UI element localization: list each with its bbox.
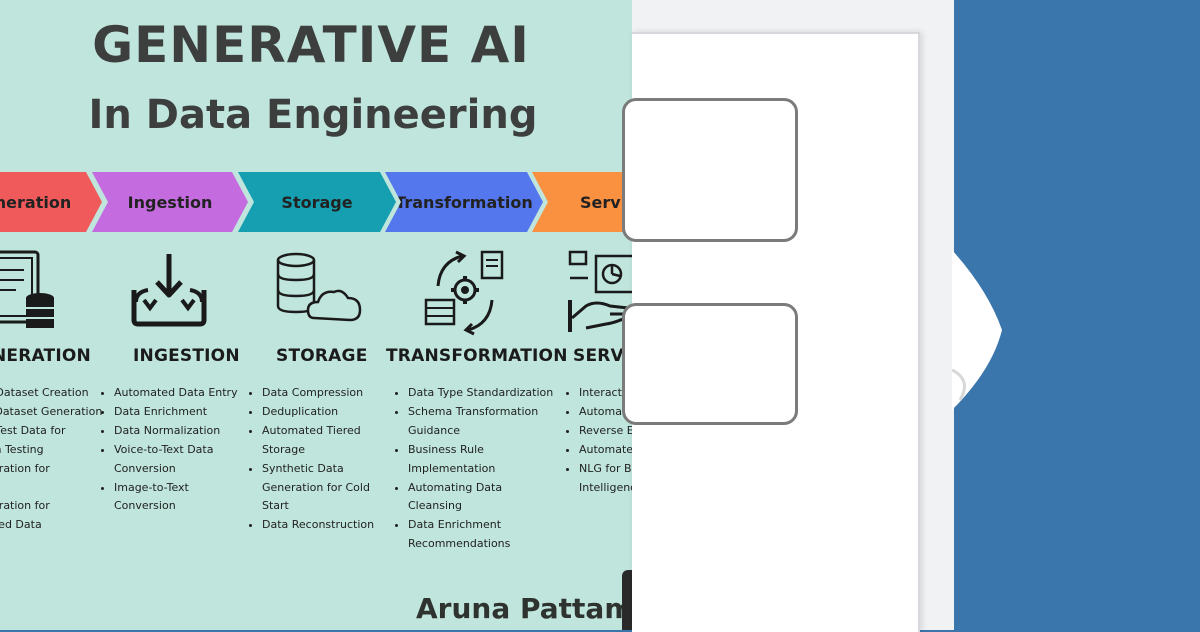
bullet-list-ingestion: Automated Data Entry Data Enrichment Dat… [98, 384, 250, 516]
list-item: Interactive [579, 384, 632, 403]
list-item: Data Compression [262, 384, 392, 403]
list-item: Balanced Dataset Generation [0, 403, 106, 422]
list-item: Voice-to-Text Data Conversion [114, 441, 250, 479]
list-item: Schema Transformation Guidance [408, 403, 554, 441]
bullet-list-transformation: Data Type Standardization Schema Transfo… [392, 384, 554, 554]
stage-arrow-ingestion: Ingestion [92, 172, 248, 232]
bullet-list-generation: Synthetic Dataset Creation Balanced Data… [0, 384, 106, 535]
list-item: Synthetic Dataset Creation [0, 384, 106, 403]
download-tray-icon [131, 254, 207, 327]
infographic-title: GENERATIVE AI [92, 16, 530, 74]
stage-arrow-generation: Generation [0, 172, 102, 232]
list-item: Synthetic Data Generation for Cold Start [262, 460, 392, 517]
stage-arrow-label: Generation [0, 192, 72, 212]
author-photo [622, 570, 632, 630]
list-item: Data Reconstruction [262, 516, 392, 535]
bullet-list-serving: Interactive Automated Reverse E Automate… [563, 384, 632, 497]
stage-heading-generation: GENERATION [0, 346, 91, 366]
list-item: Deduplication [262, 403, 392, 422]
database-cloud-icon [276, 252, 362, 322]
stage-heading-storage: STORAGE [276, 346, 368, 366]
list-item: Automated Data Entry [114, 384, 250, 403]
placeholder-box [622, 98, 798, 242]
list-item: Reverse E [579, 422, 632, 441]
list-item: Image-to-Text Conversion [114, 479, 250, 517]
list-item: Data Normalization [114, 422, 250, 441]
list-item: Automating Data Cleansing [408, 479, 554, 517]
stage-arrow-storage: Storage [238, 172, 396, 232]
list-item: Data Type Standardization [408, 384, 554, 403]
list-item: Business Rule Implementation [408, 441, 554, 479]
stage-arrow-label: Serving [580, 192, 627, 212]
stage-arrow-label: Storage [281, 192, 353, 212]
list-item: Data Enrichment Recommendations [408, 516, 554, 554]
stage-heading-ingestion: INGESTION [133, 346, 240, 366]
page-curl-decoration [952, 250, 1002, 410]
placeholder-box [622, 303, 798, 425]
infographic-subtitle: In Data Engineering [88, 92, 538, 138]
list-item: Synthetic Test Data for Application Test… [0, 422, 106, 460]
list-item: Data Generation for Unstructured Data [0, 497, 106, 535]
stage-arrow-transformation: Transformation [385, 172, 543, 232]
list-item: Automated Tiered Storage [262, 422, 392, 460]
stage-arrow-label: Ingestion [127, 192, 213, 212]
bullet-list-storage: Data Compression Deduplication Automated… [246, 384, 392, 535]
document-database-icon [0, 250, 54, 328]
list-item: NLG for Business Intelligence [579, 460, 632, 498]
list-item: Data Generation for [0, 460, 106, 498]
author-name: Aruna Pattam [416, 592, 632, 625]
transform-cycle-icon [424, 250, 504, 336]
list-item: Automated [579, 403, 632, 422]
list-item: Automated Reports [579, 441, 632, 460]
stage-arrow-label: Transformation [395, 192, 533, 212]
infographic-panel: GENERATIVE AI In Data Engineering Genera… [0, 0, 632, 630]
stage-heading-transformation: TRANSFORMATION [386, 346, 568, 366]
stage-heading-serving: SERVING [573, 346, 632, 366]
stage-arrow-serving: Serving [532, 172, 632, 232]
list-item: Data Enrichment [114, 403, 250, 422]
